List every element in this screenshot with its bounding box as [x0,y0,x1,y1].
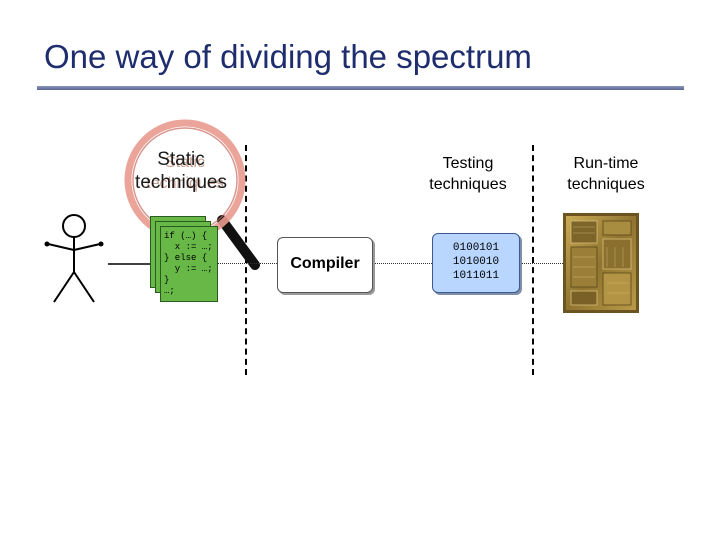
testing-line1: Testing [442,155,494,172]
connector-code-compiler [217,263,277,264]
static-techniques-label: Static techniques [118,148,244,194]
static-line1: Static [157,149,205,170]
code-line: x := …; [164,242,213,252]
code-sheet-front: if (…) { x := …;} else { y := …;}…; [160,226,218,302]
slide-title: One way of dividing the spectrum [44,38,532,75]
code-line: …; [164,286,175,296]
compiler-label: Compiler [290,255,360,272]
runtime-line2: techniques [567,176,645,193]
code-line: } [164,275,170,285]
connector-binary-chip [519,263,565,264]
testing-techniques-label: Testing techniques [408,153,528,195]
binary-line-2: 1010010 [452,256,500,268]
binary-line-1: 0100101 [452,242,500,254]
static-ghost-line1: Static [164,154,205,171]
code-line: } else { [164,253,208,263]
divider-testing-runtime [532,145,534,375]
static-line2: techniques [135,172,227,193]
static-techniques-ghost-label: Static techniques [126,152,244,194]
static-ghost-line2: techniques [146,175,224,192]
runtime-techniques-label: Run-time techniques [546,153,666,195]
testing-line2: techniques [429,176,507,193]
runtime-line1: Run-time [573,155,639,172]
compiler-box: Compiler [277,237,373,293]
binary-box: 0100101 1010010 1011011 [432,233,520,293]
stick-figure-icon [44,214,104,303]
code-line: if (…) { [164,231,208,241]
connector-compiler-binary [373,263,432,264]
code-line: y := …; [164,264,213,274]
binary-line-3: 1011011 [452,270,500,282]
code-snippet: if (…) { x := …;} else { y := …;}…; [161,227,217,297]
cpu-chip-icon [563,213,639,313]
title-rule [37,86,684,90]
